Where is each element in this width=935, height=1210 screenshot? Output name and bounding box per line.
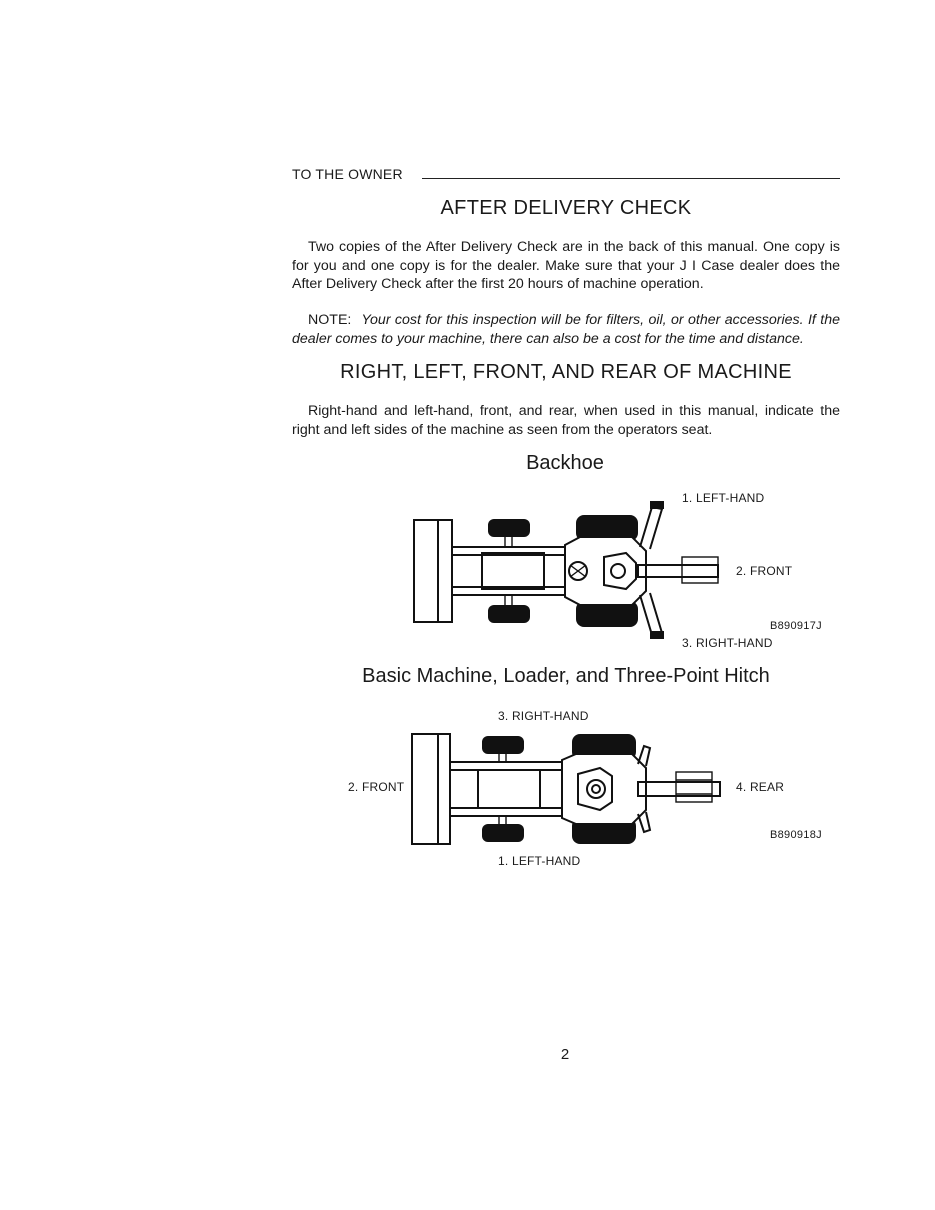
front-right-wheel bbox=[482, 736, 524, 754]
section-title-after-delivery: AFTER DELIVERY CHECK bbox=[440, 197, 692, 219]
section-label: TO THE OWNER bbox=[292, 166, 403, 182]
backhoe-boom bbox=[637, 564, 719, 578]
operator-seat bbox=[603, 551, 637, 591]
front-left-wheel bbox=[482, 824, 524, 842]
orientation-paragraph: Right-hand and left-hand, front, and rea… bbox=[292, 403, 840, 438]
section-title-orientation: RIGHT, LEFT, FRONT, AND REAR OF MACHINE bbox=[340, 361, 792, 383]
header-rule bbox=[422, 178, 840, 179]
engine-hood bbox=[477, 769, 541, 809]
label-left-hand: 1. LEFT-HAND bbox=[498, 854, 581, 868]
front-left-wheel bbox=[488, 519, 530, 537]
hitch-arm-lower bbox=[637, 811, 652, 834]
note-paragraph: NOTE:Your cost for this inspection will … bbox=[292, 311, 840, 348]
page-number: 2 bbox=[560, 1046, 570, 1063]
figure-title-backhoe: Backhoe bbox=[526, 452, 604, 474]
basic-machine-top-view-diagram bbox=[411, 733, 721, 845]
front-right-wheel bbox=[488, 605, 530, 623]
hitch-arm-upper bbox=[637, 744, 652, 767]
figure-code: B890918J bbox=[770, 829, 822, 841]
label-front: 2. FRONT bbox=[348, 780, 405, 794]
loader-bucket bbox=[413, 519, 453, 623]
operator-seat bbox=[577, 766, 613, 812]
note-label: NOTE: bbox=[308, 312, 352, 328]
label-rear: 4. REAR bbox=[736, 780, 785, 794]
loader-bucket bbox=[411, 733, 451, 845]
label-front: 2. FRONT bbox=[736, 564, 793, 578]
steering-wheel bbox=[568, 561, 588, 581]
after-delivery-paragraph: Two copies of the After Delivery Check a… bbox=[292, 239, 840, 292]
label-right-hand: 3. RIGHT-HAND bbox=[498, 709, 589, 723]
stabilizer-left bbox=[639, 505, 664, 550]
label-left-hand: 1. LEFT-HAND bbox=[682, 491, 765, 505]
rear-left-wheel bbox=[576, 515, 638, 541]
stabilizer-right bbox=[639, 592, 664, 637]
figure-code: B890917J bbox=[770, 620, 822, 632]
label-right-hand: 3. RIGHT-HAND bbox=[682, 636, 773, 650]
rear-right-wheel bbox=[576, 601, 638, 627]
figure-title-basic-machine: Basic Machine, Loader, and Three-Point H… bbox=[362, 665, 770, 687]
note-text: Your cost for this inspection will be fo… bbox=[292, 312, 840, 347]
engine-hood bbox=[481, 552, 545, 590]
three-point-hitch bbox=[637, 781, 721, 797]
backhoe-top-view-diagram bbox=[413, 501, 719, 639]
